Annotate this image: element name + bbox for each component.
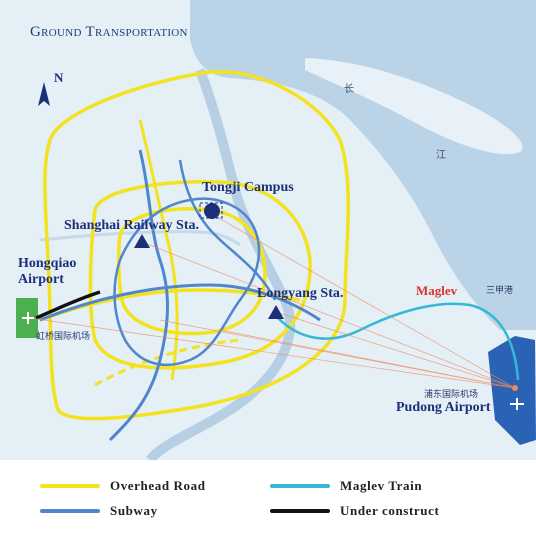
north-south-road [138,119,179,381]
legend-item-under-construct: Under construct [270,503,439,519]
legend-swatch-overhead [40,484,100,488]
under-construct-line [35,290,101,320]
maglev-line [277,302,520,381]
legend-swatch-subway [40,509,100,513]
legend-swatch-construct [270,509,330,513]
pudong-chinese-label: 浦东国际机场 [424,390,479,400]
route-lines-to-pudong [29,212,516,389]
subway-line-2 [39,283,321,322]
suzhou-creek [39,230,241,247]
yangtze-river [190,0,536,330]
river-label-jiang: 江 [436,150,446,161]
north-label: N [54,70,64,85]
sanjiagang-label: 三甲港 [486,286,514,296]
pudong-airport-label: Pudong Airport [396,400,491,415]
railway-station-label: Shanghai Railway Sta. [64,218,199,233]
transport-map [0,0,536,460]
legend-label: Subway [110,503,158,518]
maglev-label: Maglev [416,283,458,298]
legend-item-maglev-train: Maglev Train [270,478,422,494]
inner-ring-road [116,206,267,336]
map-title: Ground Transportation [30,24,188,40]
pudong-plane-icon [510,398,524,410]
tongji-campus-frame [199,202,223,219]
outer-ring-road [43,69,350,421]
legend-label: Under construct [340,503,440,518]
longyang-station-label: Longyang Sta. [257,286,344,301]
subway-line-3 [113,197,261,367]
middle-ring-road [88,179,312,370]
subway-line-4 [178,159,277,301]
tongji-campus-marker[interactable] [204,203,220,219]
hongqiao-label-line1: Hongqiao [18,256,77,271]
pudong-airport-marker[interactable] [512,385,518,391]
legend: Overhead Road Maglev Train Subway Under … [0,470,536,536]
river-label-chang: 长 [344,84,354,95]
chongming-island [305,58,523,155]
legend-label: Maglev Train [340,478,423,493]
legend-item-subway: Subway [40,503,158,519]
tongji-campus-label: Tongji Campus [202,180,294,195]
legend-item-overhead-road: Overhead Road [40,478,206,494]
hongqiao-plane-icon [22,312,34,324]
longyang-station-marker[interactable] [268,305,284,319]
hongqiao-label-line2: Airport [18,272,64,287]
railway-station-marker[interactable] [134,234,150,248]
dashed-road [94,338,241,387]
hongqiao-chinese-label: 虹桥国际机场 [36,332,91,342]
north-arrow-icon [38,82,50,106]
subway-line-1 [108,149,169,442]
legend-label: Overhead Road [110,478,206,493]
pudong-airport-area [488,336,536,445]
legend-swatch-maglev [270,484,330,488]
